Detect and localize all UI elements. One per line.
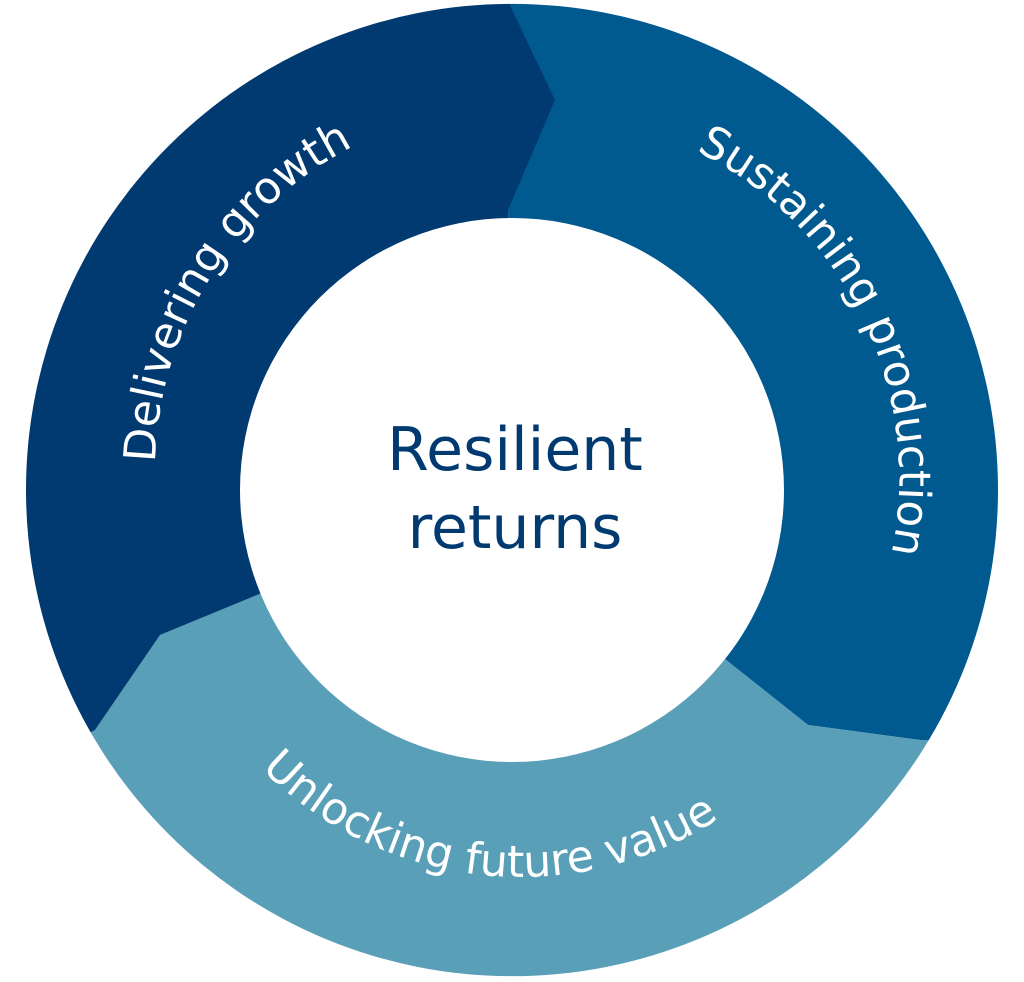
center-title-line2: returns <box>408 493 623 563</box>
center-disk <box>240 218 784 762</box>
center-title-line1: Resilient <box>387 415 643 485</box>
